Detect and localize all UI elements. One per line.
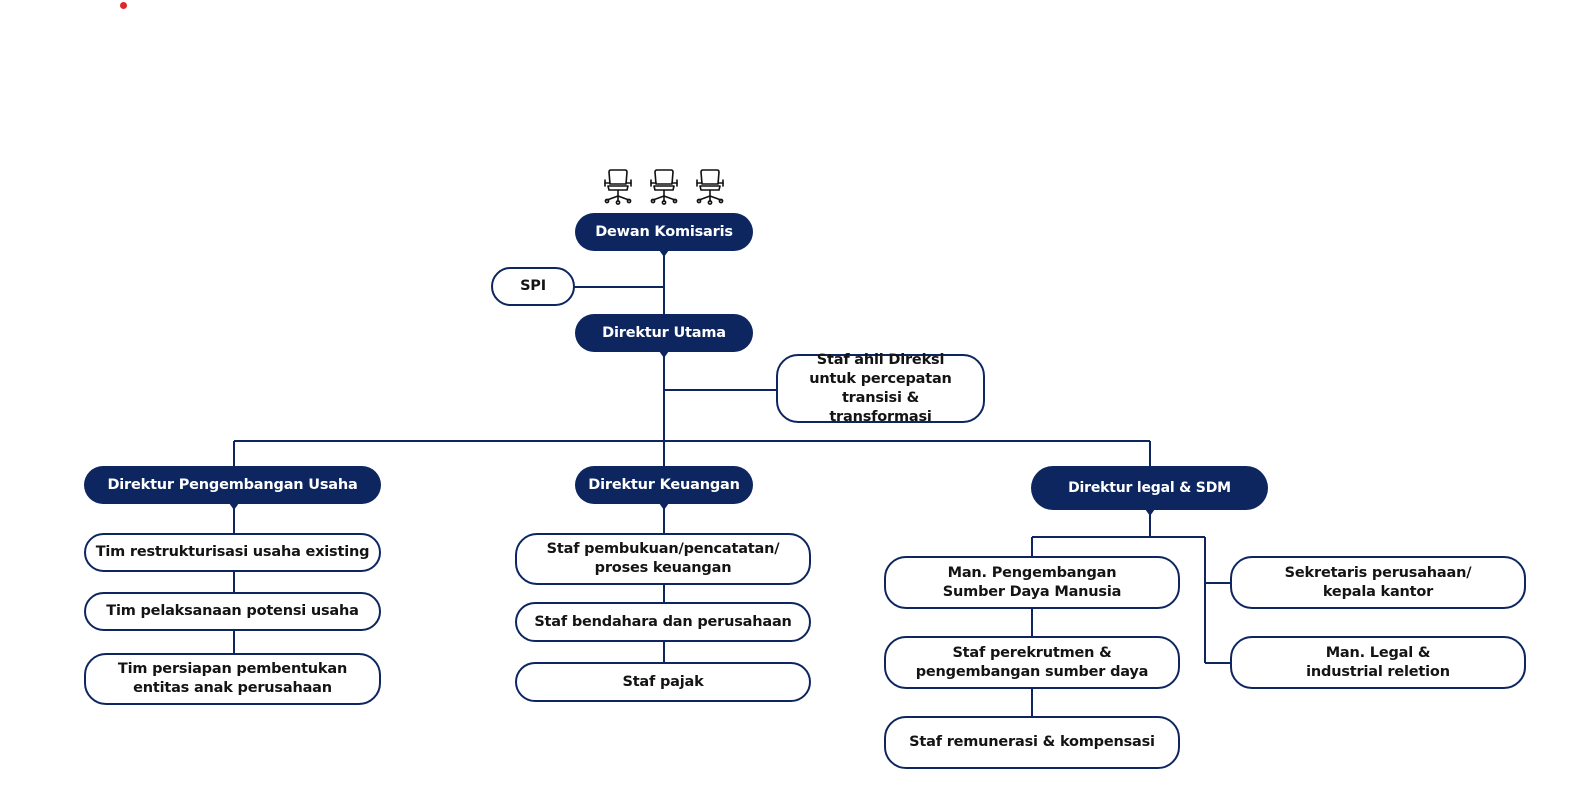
node-direktur-keuangan: Direktur Keuangan (575, 466, 753, 504)
node-direktur-legal-sdm: Direktur legal & SDM (1031, 466, 1268, 510)
node-staf-bendahara: Staf bendahara dan perusahaan (515, 602, 811, 642)
node-tim-pelaksanaan: Tim pelaksanaan potensi usaha (84, 592, 381, 631)
node-staf-perekrutmen: Staf perekrutmen & pengembangan sumber d… (884, 636, 1180, 689)
office-chair-icon (696, 169, 724, 205)
node-man-pengembangan-sdm: Man. Pengembangan Sumber Daya Manusia (884, 556, 1180, 609)
node-tim-restrukturisasi: Tim restrukturisasi usaha existing (84, 533, 381, 572)
node-staf-ahli-direksi: Staf ahli Direksi untuk percepatan trans… (776, 352, 985, 425)
office-chair-icon (604, 169, 632, 205)
node-sekretaris-perusahaan: Sekretaris perusahaan/ kepala kantor (1230, 556, 1526, 609)
node-dewan-komisaris: Dewan Komisaris (575, 213, 753, 251)
node-man-legal: Man. Legal & industrial reletion (1230, 636, 1526, 689)
node-staf-pembukuan: Staf pembukuan/pencatatan/ proses keuang… (515, 533, 811, 585)
node-staf-remunerasi: Staf remunerasi & kompensasi (884, 716, 1180, 769)
node-tim-persiapan: Tim persiapan pembentukan entitas anak p… (84, 653, 381, 705)
node-direktur-utama: Direktur Utama (575, 314, 753, 352)
node-spi: SPI (491, 267, 575, 306)
node-staf-pajak: Staf pajak (515, 662, 811, 702)
office-chair-icon (650, 169, 678, 205)
node-direktur-pengembangan-usaha: Direktur Pengembangan Usaha (84, 466, 381, 504)
red-dot-marker (120, 2, 127, 9)
